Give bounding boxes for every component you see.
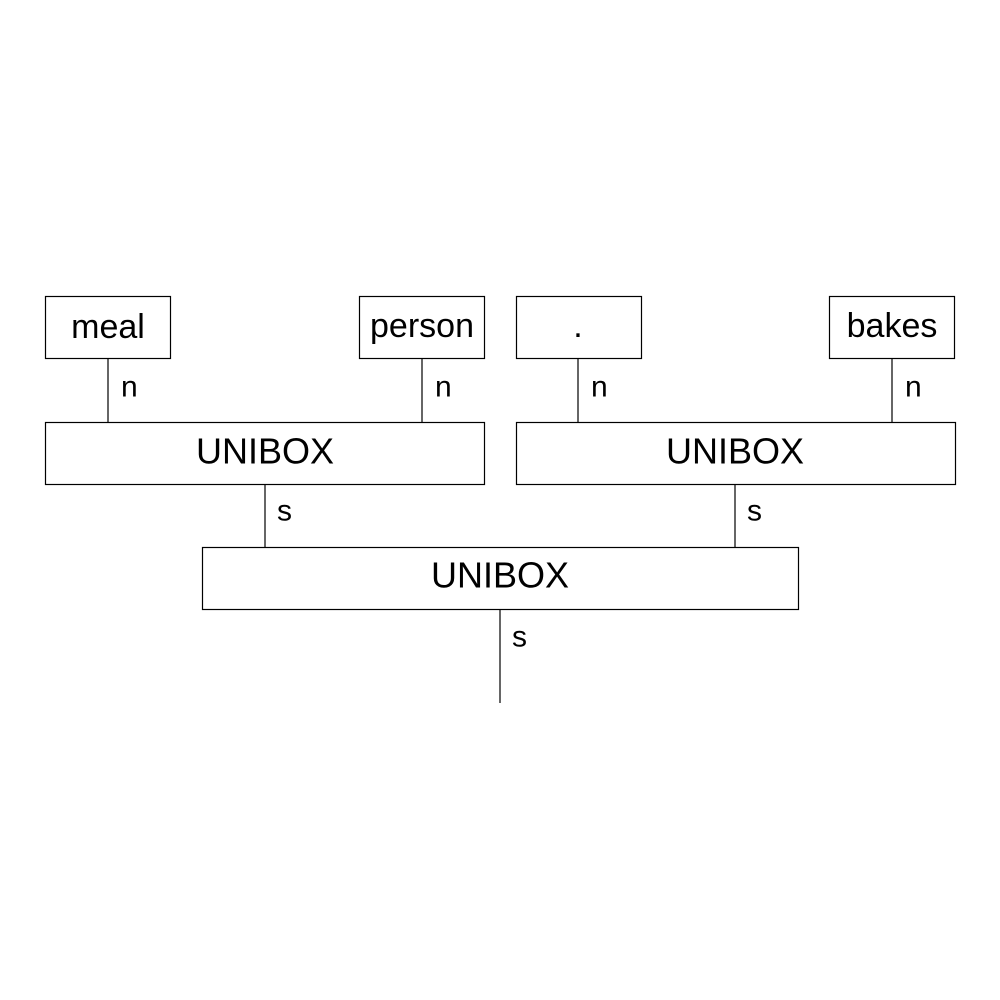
wire-label-unibox-right: s: [747, 495, 762, 528]
wire-label-unibox-left: s: [277, 495, 292, 528]
wire-label-person: n: [435, 371, 452, 404]
unibox-root: UNIBOX: [201, 546, 800, 611]
word-box-dot: .: [515, 295, 643, 360]
unibox-root-label: UNIBOX: [431, 555, 569, 596]
wire-label-unibox-root: s: [512, 621, 527, 654]
word-label-meal: meal: [71, 308, 145, 346]
unibox-right: UNIBOX: [515, 421, 957, 486]
wire-label-meal: n: [121, 371, 138, 404]
wire-label-bakes: n: [905, 371, 922, 404]
unibox-right-label: UNIBOX: [666, 431, 804, 472]
word-box-person: person: [358, 295, 486, 360]
word-label-bakes: bakes: [847, 307, 938, 345]
word-label-person: person: [370, 307, 474, 345]
word-box-meal: meal: [44, 295, 172, 360]
word-label-dot: .: [573, 307, 582, 345]
word-box-bakes: bakes: [828, 295, 956, 360]
unibox-left-label: UNIBOX: [196, 431, 334, 472]
unibox-left: UNIBOX: [44, 421, 486, 486]
wire-label-dot: n: [591, 371, 608, 404]
